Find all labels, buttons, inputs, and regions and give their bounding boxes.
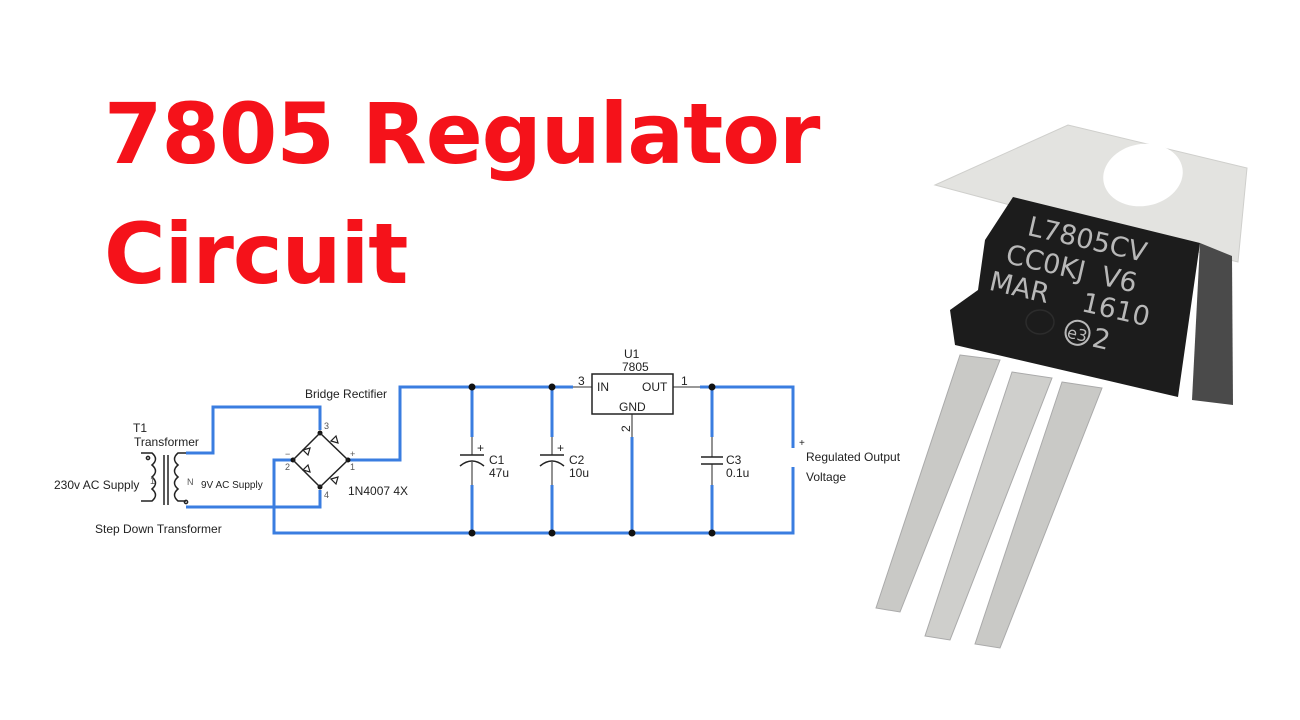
primary-label: 230v AC Supply — [54, 478, 139, 492]
regulator-out: OUT — [642, 380, 668, 394]
bridge-rectifier-symbol — [291, 431, 350, 489]
c2-polarity: + — [557, 441, 564, 455]
primary-pin: 1 — [150, 476, 155, 486]
bridge-pin-bottom: 4 — [324, 490, 329, 500]
regulator-pin-in: 3 — [578, 374, 585, 388]
transformer-ref: T1 — [133, 421, 147, 435]
regulator-pin-out: 1 — [681, 374, 688, 388]
secondary-pin: N — [187, 477, 194, 487]
transformer-caption: Step Down Transformer — [95, 522, 222, 536]
title-line-2: Circuit — [104, 205, 408, 303]
c3-value: 0.1u — [726, 466, 749, 480]
chip-marking-e3: e3 — [1065, 323, 1089, 346]
bridge-pin-top: 3 — [324, 421, 329, 431]
capacitor-c2-symbol — [539, 454, 565, 467]
regulator-part: 7805 — [622, 360, 649, 374]
title-line-1: 7805 Regulator — [104, 85, 820, 183]
c2-value: 10u — [569, 466, 589, 480]
bridge-pin-right: 1 — [350, 462, 355, 472]
regulator-box — [591, 373, 674, 415]
capacitor-c3-symbol — [701, 456, 723, 465]
c2-ref: C2 — [569, 453, 585, 467]
c3-ref: C3 — [726, 453, 742, 467]
capacitor-c1-symbol — [459, 454, 485, 467]
transformer-name: Transformer — [134, 435, 199, 449]
regulator-gnd: GND — [619, 400, 646, 414]
bridge-pin-left: 2 — [285, 462, 290, 472]
bridge-name: Bridge Rectifier — [305, 387, 387, 401]
bridge-part: 1N4007 4X — [348, 484, 408, 498]
secondary-label: 9V AC Supply — [201, 480, 263, 491]
transformer-symbol — [141, 452, 189, 505]
output-label-2: Voltage — [806, 470, 846, 484]
bridge-minus: − — [285, 449, 290, 459]
c1-polarity: + — [477, 441, 484, 455]
regulator-pin-gnd: 2 — [619, 425, 633, 432]
regulator-in: IN — [597, 380, 609, 394]
output-plus: + — [799, 438, 805, 449]
regulator-photo: L7805CV CC0KJ V6 MAR 1610 e3 2 — [875, 124, 1248, 649]
chip-marking-2: 2 — [1089, 323, 1113, 357]
bridge-plus: + — [350, 449, 355, 459]
output-label-1: Regulated Output — [806, 450, 901, 464]
regulator-ref: U1 — [624, 347, 640, 361]
c1-ref: C1 — [489, 453, 505, 467]
wires — [186, 385, 795, 535]
c1-value: 47u — [489, 466, 509, 480]
